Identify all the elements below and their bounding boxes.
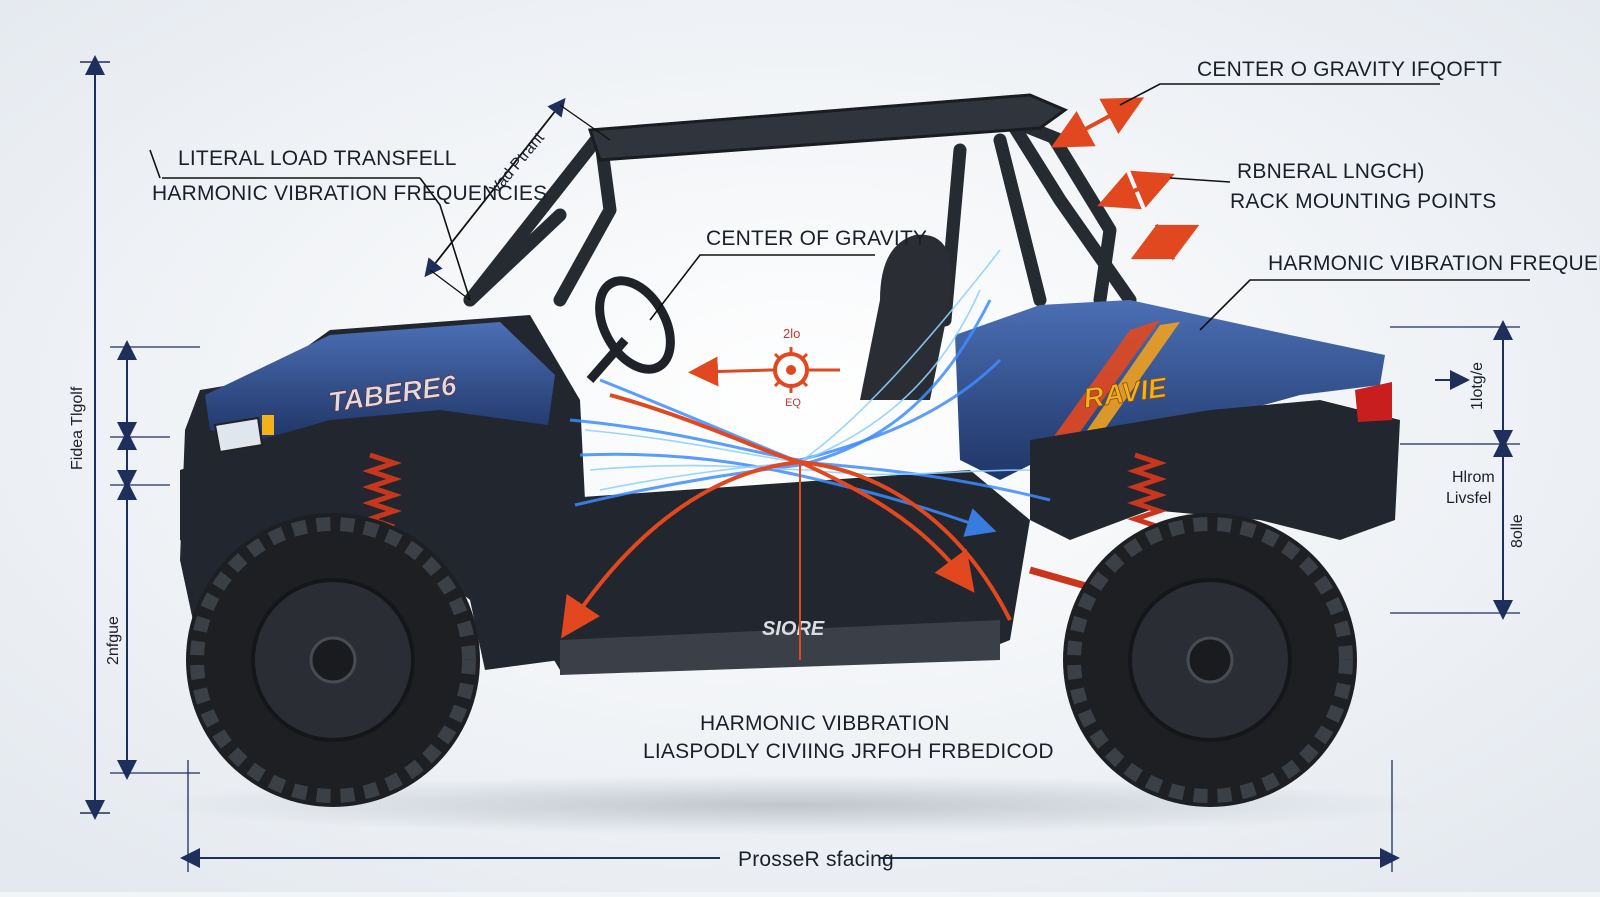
leader-lines (149, 83, 1530, 331)
rear-wheel (1063, 513, 1357, 807)
taillight (1355, 382, 1392, 422)
front-fender (180, 420, 520, 560)
force-flow-lines (561, 249, 1051, 660)
front-shock-spring (362, 452, 402, 530)
cog-marker: 2lo EQ (768, 326, 814, 409)
label-lateral-load: LITERAL LOAD TRANSFELL (178, 147, 457, 170)
steering-column (586, 337, 629, 383)
ground-shadow (150, 775, 1430, 835)
side-sill (560, 620, 1000, 675)
front-marker-light (262, 415, 274, 435)
right-red-arrows (1050, 97, 1200, 261)
steering-wheel (595, 276, 675, 374)
label-cog-center: CENTER OF GRAVITY (706, 227, 927, 250)
dimension-lines (80, 55, 1520, 872)
sill-badge: SIORE (762, 618, 825, 640)
label-rbneral: RBNERAL LNGCH) (1237, 160, 1425, 183)
label-harmonic-right: HARMONIC VIBRATION FREQUENCIES (1268, 252, 1600, 275)
seat (860, 234, 952, 400)
cog-marker-bottom-label: EQ (785, 397, 801, 409)
label-left-lower-vertical: 2nfgue (105, 616, 122, 665)
rear-stripe-red (1030, 320, 1160, 470)
cog-arrow-left (688, 356, 771, 387)
roll-cage (463, 93, 1137, 327)
utv-vehicle: TABERE6 RAVIE SIORE (180, 93, 1400, 807)
front-hood-panel (205, 322, 555, 440)
label-left-vertical: Fidea Tlgolf (69, 386, 86, 470)
label-harmonic-left: HARMONIC VIBRATION FREQUENCIES (152, 182, 547, 205)
label-bottom-line2: LIASPODLY CIVIING JRFOH FRBEDICOD (643, 740, 1054, 763)
label-cog-top: CENTER O GRAVITY IFQOFTT (1197, 58, 1502, 81)
front-wheel (186, 513, 480, 807)
label-rack-mounting: RACK MOUNTING POINTS (1230, 190, 1497, 213)
label-bottom-dim: ProsseR sfacing (738, 848, 894, 871)
rear-stripe-orange (1070, 322, 1180, 455)
rear-fender (1030, 400, 1400, 540)
label-harmonic-bottom: HARMONIC VIBBRATION (700, 712, 950, 735)
label-right-mid-1: Hlrom (1452, 469, 1495, 486)
label-right-dim-bottom: 8olle (1509, 514, 1526, 548)
cog-marker-top-label: 2lo (783, 326, 800, 341)
label-right-dim-top: 1lotg/e (1469, 362, 1486, 410)
label-right-mid-2: Livsfel (1446, 490, 1491, 507)
rear-shock-spring (1127, 452, 1167, 530)
headlight (213, 416, 264, 454)
